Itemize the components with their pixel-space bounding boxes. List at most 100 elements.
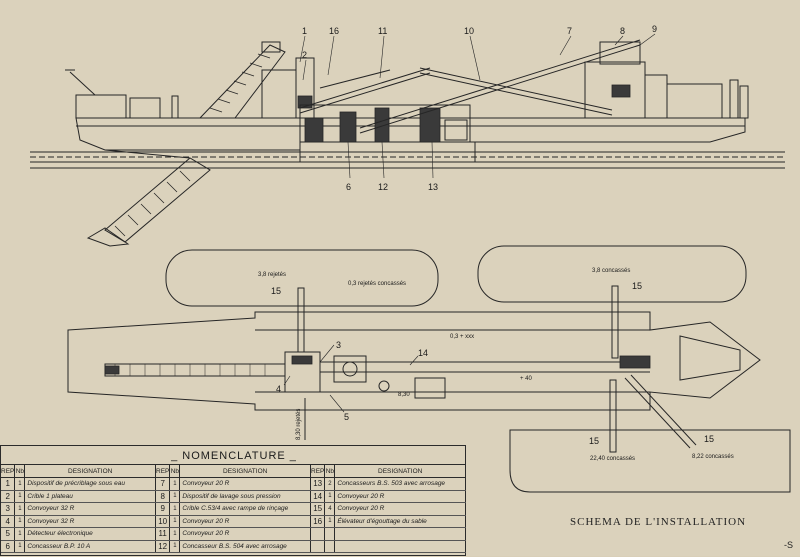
designation-cell: Élévateur d'égouttage du sable [334, 515, 466, 528]
designation-cell: Convoyeur 20 R [334, 502, 466, 516]
schema-title: SCHEMA DE L'INSTALLATION [570, 516, 747, 528]
callout-3: 3 [336, 340, 341, 350]
rep-cell: 2 [1, 490, 16, 503]
callout-15-a: 15 [271, 286, 281, 296]
rep-cell: 15 [311, 502, 326, 516]
rep-cell: 3 [1, 502, 16, 516]
callout-14: 14 [418, 348, 428, 358]
callout-4: 4 [276, 384, 281, 394]
table-row [311, 527, 466, 541]
nomenclature-title: _ NOMENCLATURE _ [171, 450, 297, 462]
nb-cell: 1 [14, 490, 26, 503]
elevation-view: 1 2 16 11 10 7 8 9 6 12 13 [30, 24, 785, 247]
callout-12: 12 [378, 182, 388, 192]
designation-cell: Convoyeur 20 R [179, 527, 311, 541]
nb-cell: 1 [324, 515, 336, 528]
designation-cell: Dispositif de lavage sous pression [179, 490, 311, 503]
rep-cell: 1 [1, 477, 16, 491]
nb-cell: 1 [14, 540, 26, 553]
designation-cell: Convoyeur 32 R [24, 515, 156, 528]
designation-cell [334, 540, 466, 553]
callout-1: 1 [302, 26, 307, 36]
nb-cell: 1 [169, 540, 181, 553]
designation-cell: Convoyeur 20 R [179, 515, 311, 528]
nb-cell: 1 [169, 490, 181, 503]
page-mark: -S [784, 540, 793, 550]
rep-cell: 6 [1, 540, 16, 553]
nb-cell: 1 [324, 490, 336, 503]
header-rep: REP [311, 464, 326, 478]
header-nb: Nb [169, 464, 181, 478]
callout-7: 7 [567, 26, 572, 36]
rep-cell: 9 [156, 502, 171, 516]
callout-16: 16 [329, 26, 339, 36]
rep-cell [311, 527, 326, 541]
rep-cell: 14 [311, 490, 326, 503]
designation-cell: Convoyeur 32 R [24, 502, 156, 516]
callout-10: 10 [464, 26, 474, 36]
nb-cell [324, 527, 336, 541]
callout-5: 5 [344, 412, 349, 422]
callout-6: 6 [346, 182, 351, 192]
header-designation: DESIGNATION [179, 464, 311, 478]
header-rep: REP [156, 464, 171, 478]
nb-cell: 1 [169, 502, 181, 516]
rep-cell [311, 540, 326, 553]
rep-cell: 5 [1, 527, 16, 541]
callout-15-b: 15 [632, 281, 642, 291]
nb-cell: 1 [14, 477, 26, 491]
out-right-label: 8,22 concassés [692, 454, 734, 460]
rep-cell: 12 [156, 540, 171, 553]
nb-cell: 1 [169, 477, 181, 491]
callout-13: 13 [428, 182, 438, 192]
plan-view: 3,8 rejetés 3,8 concassés 0,3 rejetés co… [67, 245, 791, 493]
nb-cell [324, 540, 336, 553]
rep-cell: 8 [156, 490, 171, 503]
rep-cell: 4 [1, 515, 16, 528]
nb-cell: 1 [14, 527, 26, 541]
rep-cell: 7 [156, 477, 171, 491]
nb-cell: 1 [169, 515, 181, 528]
header-nb: Nb [14, 464, 26, 478]
hull-dim-label: 0,3 + xxx [450, 334, 474, 340]
header-designation: DESIGNATION [24, 464, 156, 478]
callout-8: 8 [620, 26, 625, 36]
designation-cell: Concasseur B.P. 10 A [24, 540, 156, 553]
header-designation: DESIGNATION [334, 464, 466, 478]
designation-cell: Convoyeur 20 R [334, 490, 466, 503]
nb-cell: 1 [14, 515, 26, 528]
rep-cell: 13 [311, 477, 326, 491]
nb-cell: 1 [169, 527, 181, 541]
nb-cell: 2 [324, 477, 336, 491]
designation-cell: Concasseur B.S. 504 avec arrosage [179, 540, 311, 553]
out-left-label: 22,40 concassés [590, 456, 635, 462]
designation-cell: Concasseurs B.S. 503 avec arrosage [334, 477, 466, 491]
dim-830-label: 8,30 [398, 392, 410, 398]
designation-cell [334, 527, 466, 541]
table-row [311, 540, 466, 553]
designation-cell: Détecteur électronique [24, 527, 156, 541]
rep-cell: 10 [156, 515, 171, 528]
dim-40-label: + 40 [520, 376, 533, 382]
callout-2: 2 [302, 50, 307, 60]
silo-right-label: 3,8 concassés [592, 268, 630, 274]
